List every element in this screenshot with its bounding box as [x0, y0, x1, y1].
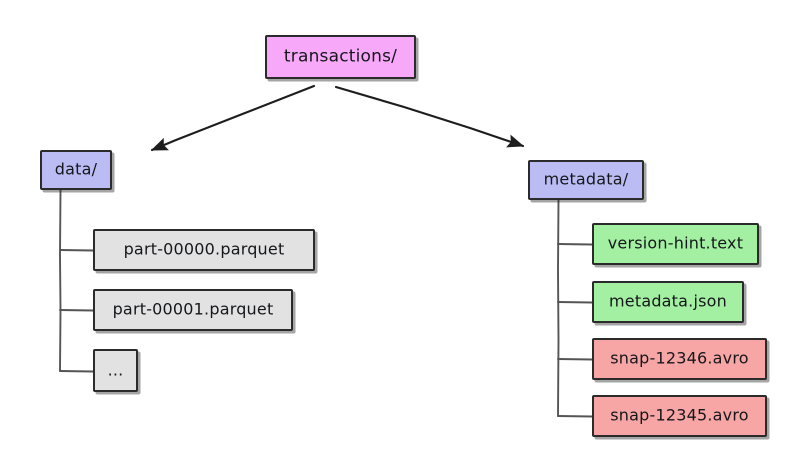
node-snap-12345-avro[interactable]: snap-12345.avro: [592, 395, 767, 437]
edge-data-trunk: [59, 189, 62, 372]
node-snap-12346-avro[interactable]: snap-12346.avro: [592, 338, 767, 380]
edge-metadata-to-snap45: [557, 415, 593, 418]
edge-root-to-metadata: [334, 85, 525, 148]
edge-root-to-data: [150, 84, 316, 152]
node-data-more-ellipsis-label: ...: [107, 360, 124, 379]
node-part-00001-parquet[interactable]: part-00001.parquet: [93, 289, 293, 331]
edge-data-to-part1: [59, 309, 94, 312]
edge-metadata-trunk: [557, 199, 560, 417]
edge-data-to-ellipsis: [59, 370, 94, 373]
edge-metadata-to-versionhint: [557, 243, 593, 246]
node-data-folder-label: data/: [54, 159, 98, 179]
node-version-hint-text-label: version-hint.text: [607, 233, 744, 253]
node-metadata-folder-label: metadata/: [543, 169, 629, 189]
edge-metadata-to-metajson: [557, 301, 593, 304]
node-transactions-root-label: transactions/: [283, 46, 398, 66]
node-part-00001-parquet-label: part-00001.parquet: [112, 299, 274, 319]
node-snap-12345-avro-label: snap-12345.avro: [610, 405, 749, 425]
edge-data-to-part0: [59, 249, 94, 252]
node-metadata-json-label: metadata.json: [609, 291, 727, 311]
node-part-00000-parquet-label: part-00000.parquet: [123, 239, 285, 259]
node-data-folder[interactable]: data/: [40, 150, 112, 190]
node-transactions-root[interactable]: transactions/: [265, 35, 416, 79]
node-snap-12346-avro-label: snap-12346.avro: [610, 348, 749, 368]
node-part-00000-parquet[interactable]: part-00000.parquet: [93, 229, 315, 271]
node-data-more-ellipsis[interactable]: ...: [93, 349, 138, 392]
node-metadata-json[interactable]: metadata.json: [592, 281, 744, 323]
node-metadata-folder[interactable]: metadata/: [528, 160, 644, 200]
edge-metadata-to-snap46: [557, 358, 593, 361]
node-version-hint-text[interactable]: version-hint.text: [592, 223, 759, 265]
